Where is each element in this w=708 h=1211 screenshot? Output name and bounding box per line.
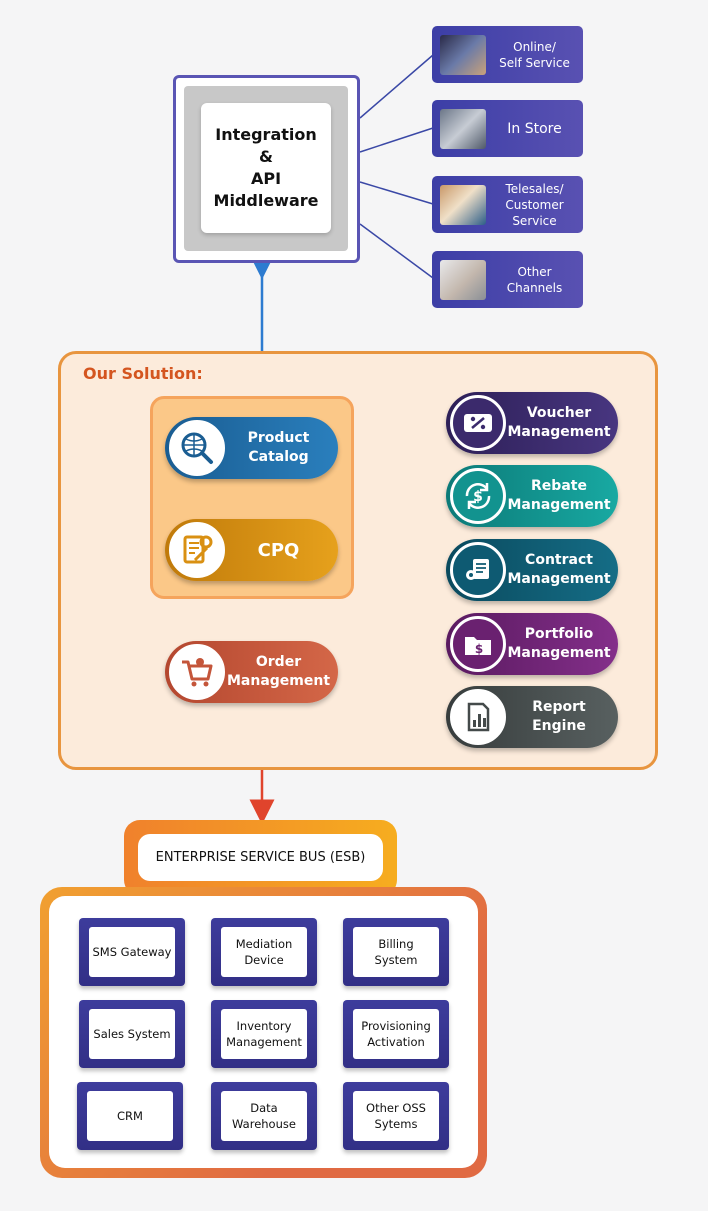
esb-label: ENTERPRISE SERVICE BUS (ESB) bbox=[138, 834, 383, 881]
pill-label: Product Catalog bbox=[247, 430, 310, 465]
system-label: CRM bbox=[87, 1091, 173, 1141]
system-box: Billing System bbox=[343, 918, 449, 986]
pill-label: Portfolio Management bbox=[507, 626, 611, 661]
system-box: SMS Gateway bbox=[79, 918, 185, 986]
line-to-other bbox=[359, 223, 434, 279]
line-to-online bbox=[359, 54, 434, 119]
globe-search-icon bbox=[169, 420, 225, 476]
report-engine-pill: Report Engine bbox=[446, 686, 618, 748]
pill-label: Report Engine bbox=[532, 699, 586, 734]
line-to-telesales bbox=[359, 181, 434, 205]
integration-middleware-box: Integration & API Middleware bbox=[201, 103, 331, 233]
channel-other: Other Channels bbox=[432, 251, 583, 308]
system-box: Mediation Device bbox=[211, 918, 317, 986]
system-label: Provisioning Activation bbox=[353, 1009, 439, 1059]
voucher-management-pill: Voucher Management bbox=[446, 392, 618, 454]
pill-label: Contract Management bbox=[507, 552, 611, 587]
document-gear-icon bbox=[169, 522, 225, 578]
rebate-dollar-icon: $ bbox=[450, 468, 506, 524]
solution-title: Our Solution: bbox=[83, 364, 203, 383]
pill-label: Voucher Management bbox=[507, 405, 611, 440]
shopping-cart-icon bbox=[169, 644, 225, 700]
system-label: Billing System bbox=[353, 927, 439, 977]
product-catalog-pill: Product Catalog bbox=[165, 417, 338, 479]
store-photo-icon bbox=[440, 108, 486, 149]
contract-gear-icon bbox=[450, 542, 506, 598]
system-label: SMS Gateway bbox=[89, 927, 175, 977]
portfolio-folder-icon: $ bbox=[450, 616, 506, 672]
svg-text:$: $ bbox=[473, 489, 483, 505]
telesales-photo-icon bbox=[440, 184, 486, 225]
line-to-store bbox=[359, 127, 434, 153]
channel-label: Telesales/ Customer Service bbox=[505, 181, 564, 228]
rebate-management-pill: $ Rebate Management bbox=[446, 465, 618, 527]
pill-label: CPQ bbox=[257, 539, 300, 561]
pill-label: Rebate Management bbox=[507, 478, 611, 513]
system-box: Other OSS Sytems bbox=[343, 1082, 449, 1150]
portfolio-management-pill: $ Portfolio Management bbox=[446, 613, 618, 675]
system-label: Sales System bbox=[89, 1009, 175, 1059]
system-box: Inventory Management bbox=[211, 1000, 317, 1068]
online-photo-icon bbox=[440, 34, 486, 75]
cpq-pill: CPQ bbox=[165, 519, 338, 581]
system-label: Mediation Device bbox=[221, 927, 307, 977]
svg-text:$: $ bbox=[475, 642, 483, 656]
system-label: Data Warehouse bbox=[221, 1091, 307, 1141]
channel-label: In Store bbox=[507, 120, 562, 137]
channel-online: Online/ Self Service bbox=[432, 26, 583, 83]
other-channels-photo-icon bbox=[440, 259, 486, 300]
report-chart-icon bbox=[450, 689, 506, 745]
system-label: Other OSS Sytems bbox=[353, 1091, 439, 1141]
system-box: CRM bbox=[77, 1082, 183, 1150]
system-label: Inventory Management bbox=[221, 1009, 307, 1059]
order-management-pill: Order Management bbox=[165, 641, 338, 703]
pill-label: Order Management bbox=[226, 654, 331, 689]
channel-store: In Store bbox=[432, 100, 583, 157]
system-box: Sales System bbox=[79, 1000, 185, 1068]
channel-label: Other Channels bbox=[506, 264, 563, 295]
integration-title: Integration & API Middleware bbox=[213, 125, 319, 210]
system-box: Provisioning Activation bbox=[343, 1000, 449, 1068]
voucher-percent-icon bbox=[450, 395, 506, 451]
contract-management-pill: Contract Management bbox=[446, 539, 618, 601]
channel-telesales: Telesales/ Customer Service bbox=[432, 176, 583, 233]
system-box: Data Warehouse bbox=[211, 1082, 317, 1150]
channel-label: Online/ Self Service bbox=[499, 39, 570, 70]
